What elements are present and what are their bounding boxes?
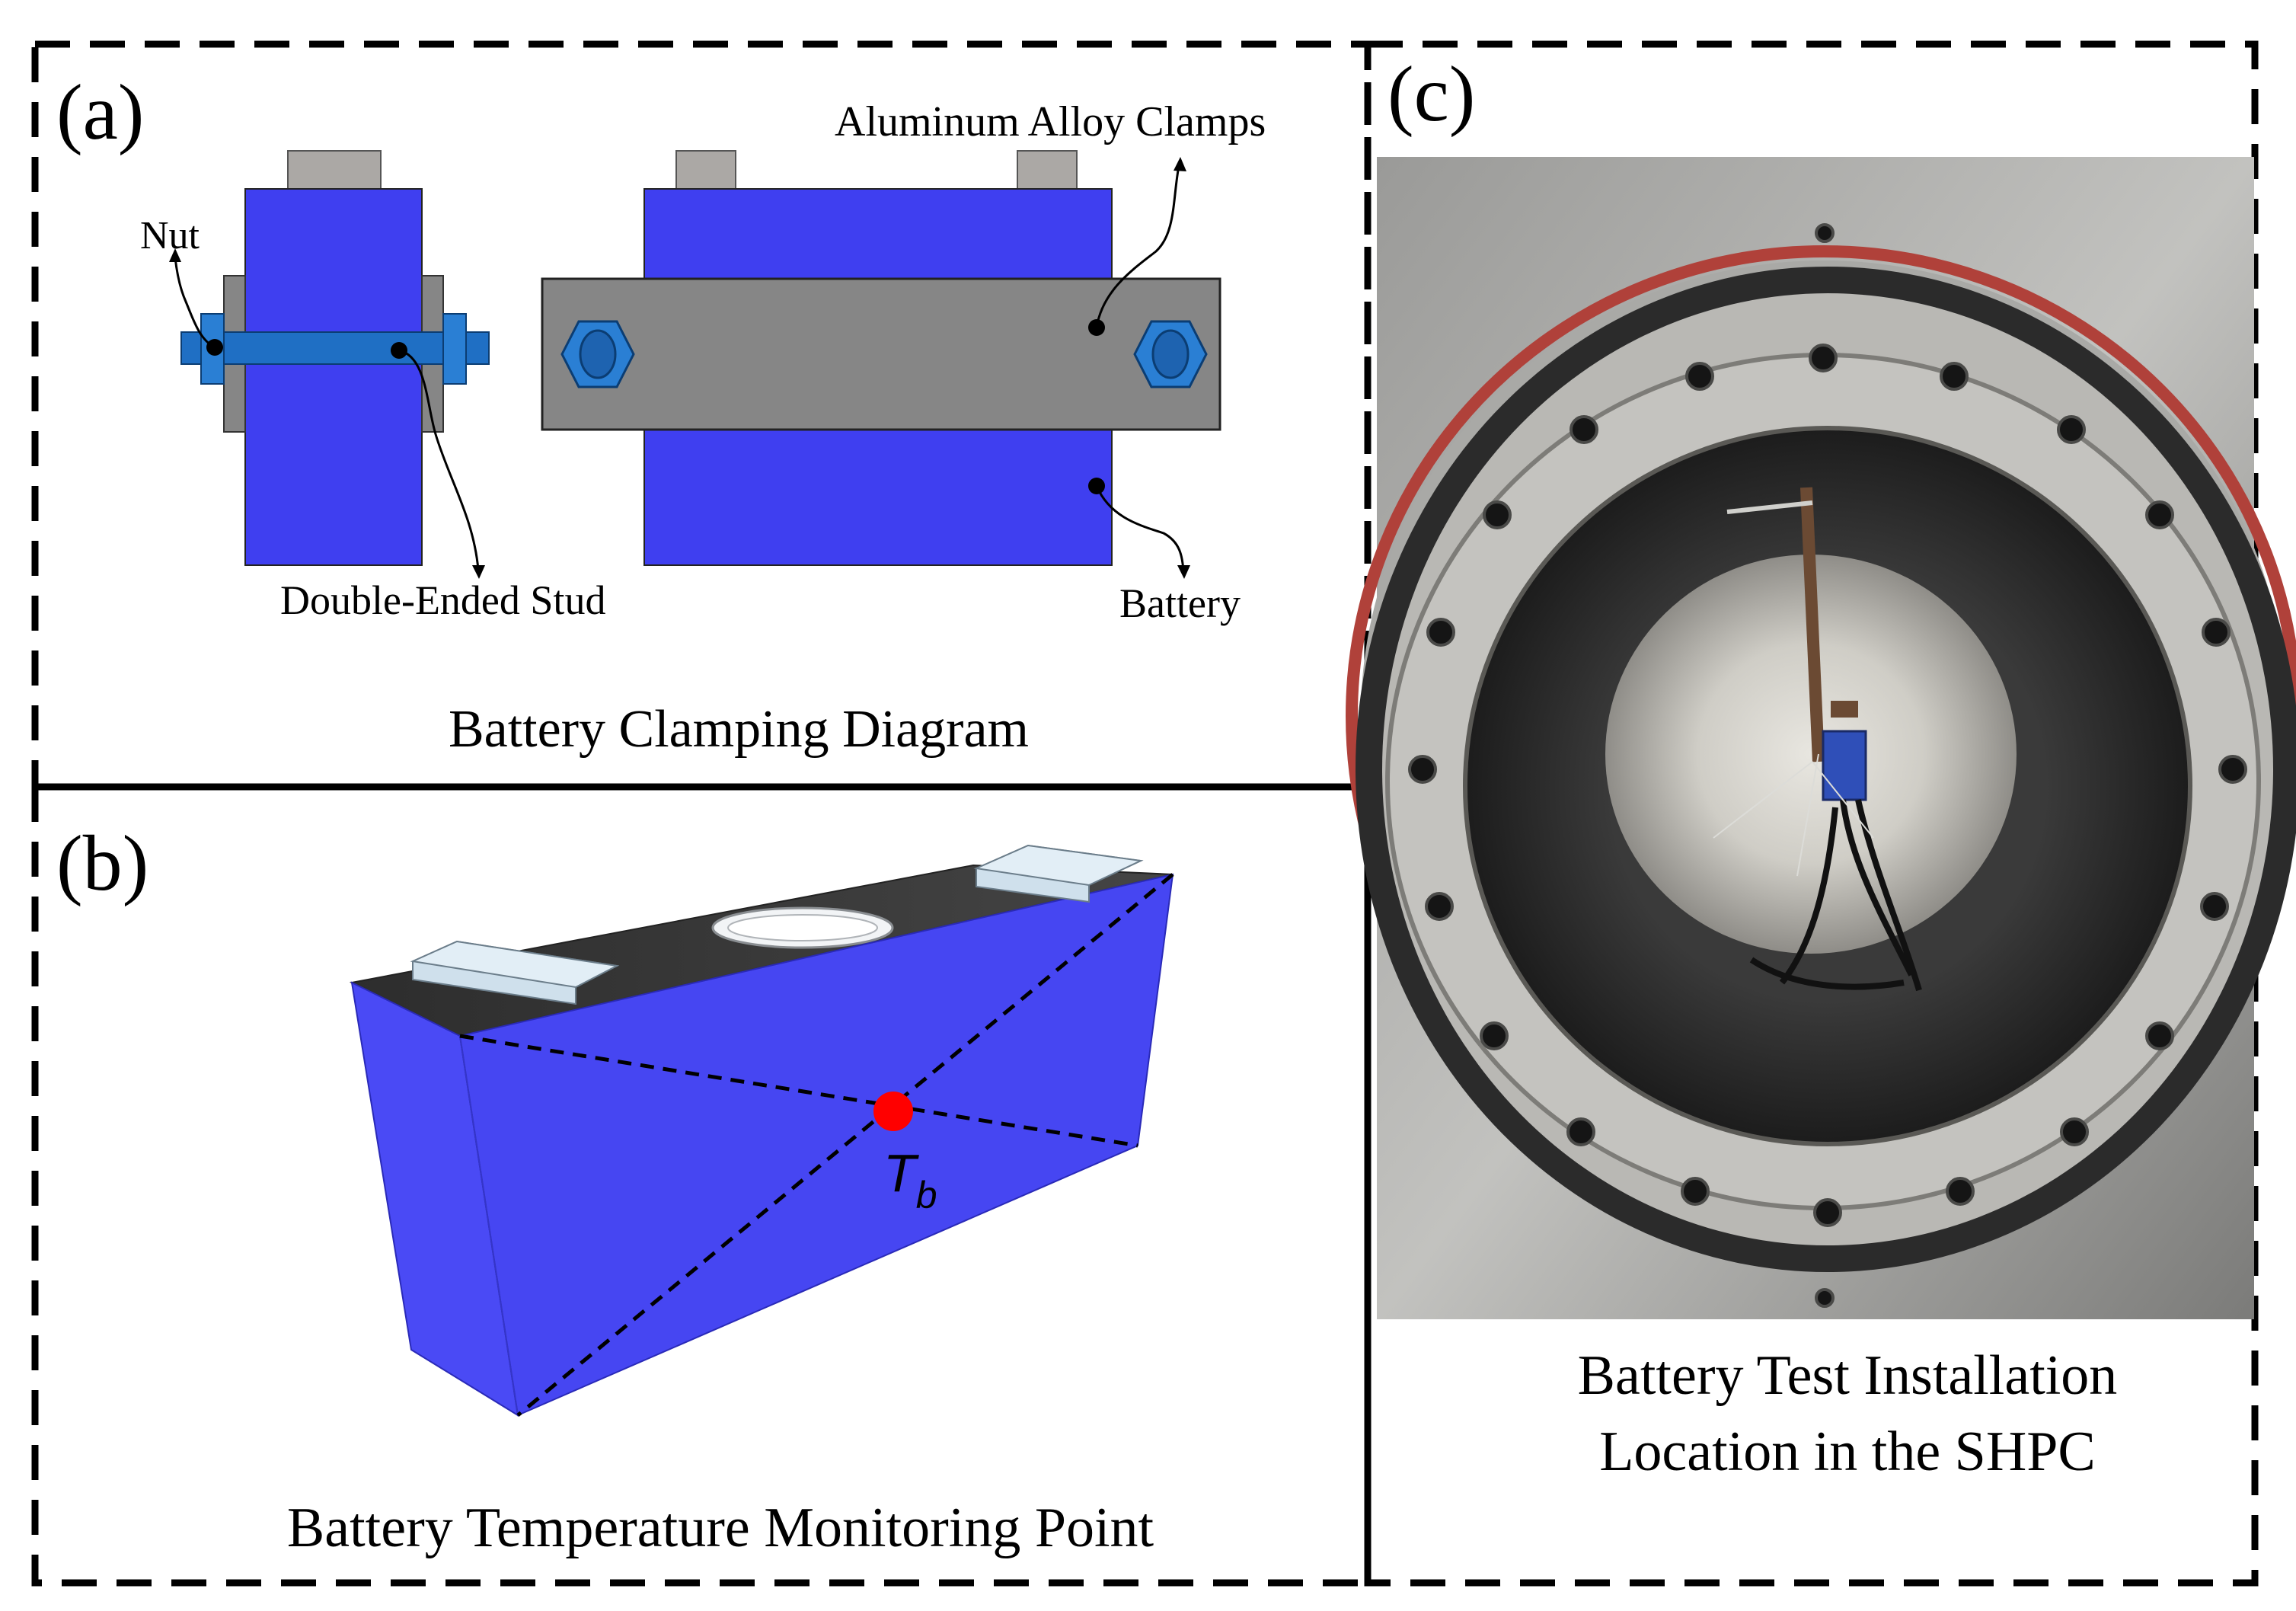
panel-b-label: (b) bbox=[56, 820, 148, 907]
battery-leader bbox=[1095, 485, 1185, 571]
side-view bbox=[180, 150, 490, 566]
side-battery-body bbox=[244, 188, 423, 566]
double-ended-stud bbox=[180, 331, 490, 365]
nut-dot bbox=[206, 339, 223, 356]
diagonal-2 bbox=[516, 873, 1174, 1417]
flange-bolt-holes bbox=[1408, 223, 2247, 1308]
nut-leader bbox=[174, 257, 216, 349]
clamps-arrowhead bbox=[1174, 157, 1186, 171]
panel-c-caption-line2: Location in the SHPC bbox=[1599, 1421, 2096, 1483]
aluminum-clamp-bar bbox=[541, 277, 1221, 431]
battery-arrowhead bbox=[1177, 565, 1190, 579]
side-terminal bbox=[287, 150, 382, 191]
diagonal-1 bbox=[459, 1034, 1138, 1148]
front-view bbox=[541, 150, 1221, 566]
monitoring-point-label: Tb bbox=[883, 1143, 937, 1216]
panel-b-caption: Battery Temperature Monitoring Point bbox=[287, 1497, 1154, 1559]
test-fixture bbox=[1713, 487, 1922, 992]
clamps-dot bbox=[1088, 319, 1105, 336]
hex-nut-left bbox=[560, 320, 635, 388]
nut-arrowhead bbox=[169, 248, 181, 262]
panel-a-caption: Battery Clamping Diagram bbox=[449, 700, 1029, 759]
panel-b-border bbox=[31, 783, 1372, 1587]
stud-label: Double-Ended Stud bbox=[280, 577, 605, 623]
panel-c-label: (c) bbox=[1387, 50, 1475, 138]
terminal-right bbox=[973, 844, 1144, 903]
point-symbol: T bbox=[883, 1143, 919, 1203]
callout-dots bbox=[206, 319, 1105, 494]
point-subscript: b bbox=[916, 1174, 937, 1216]
safety-vent bbox=[711, 906, 894, 949]
battery-3d: Tb bbox=[349, 844, 1174, 1417]
nut-label: Nut bbox=[140, 214, 200, 257]
battery-dot bbox=[1088, 478, 1105, 494]
callout-leaders bbox=[174, 165, 1185, 571]
stud-dot bbox=[391, 342, 407, 359]
callout-arrowheads bbox=[169, 157, 1190, 579]
stud-leader bbox=[398, 349, 480, 571]
terminal-left bbox=[410, 940, 620, 1005]
nut-right bbox=[442, 313, 467, 385]
front-terminal-right bbox=[1017, 150, 1078, 191]
stud-arrowhead bbox=[472, 565, 485, 579]
clamps-label: Aluminum Alloy Clamps bbox=[835, 98, 1266, 145]
panel-c: (c) bbox=[1346, 50, 2296, 1483]
battery-edge bbox=[459, 1035, 519, 1416]
monitoring-point bbox=[873, 1092, 913, 1131]
panel-a: (a) bbox=[56, 69, 1266, 759]
panel-a-label: (a) bbox=[56, 69, 144, 156]
diagonal-lines bbox=[459, 873, 1174, 1417]
clamps-leader bbox=[1095, 165, 1180, 328]
panel-c-caption-line1: Battery Test Installation bbox=[1578, 1344, 2118, 1407]
bore-bright bbox=[1605, 555, 2017, 954]
panel-b: (b) Tb bbox=[56, 820, 1174, 1559]
battery-label: Battery bbox=[1119, 580, 1241, 626]
hex-nut-right bbox=[1133, 320, 1208, 388]
battery-under-test bbox=[1822, 730, 1867, 801]
shpc-photo bbox=[1346, 157, 2296, 1319]
front-terminal-left bbox=[675, 150, 736, 191]
